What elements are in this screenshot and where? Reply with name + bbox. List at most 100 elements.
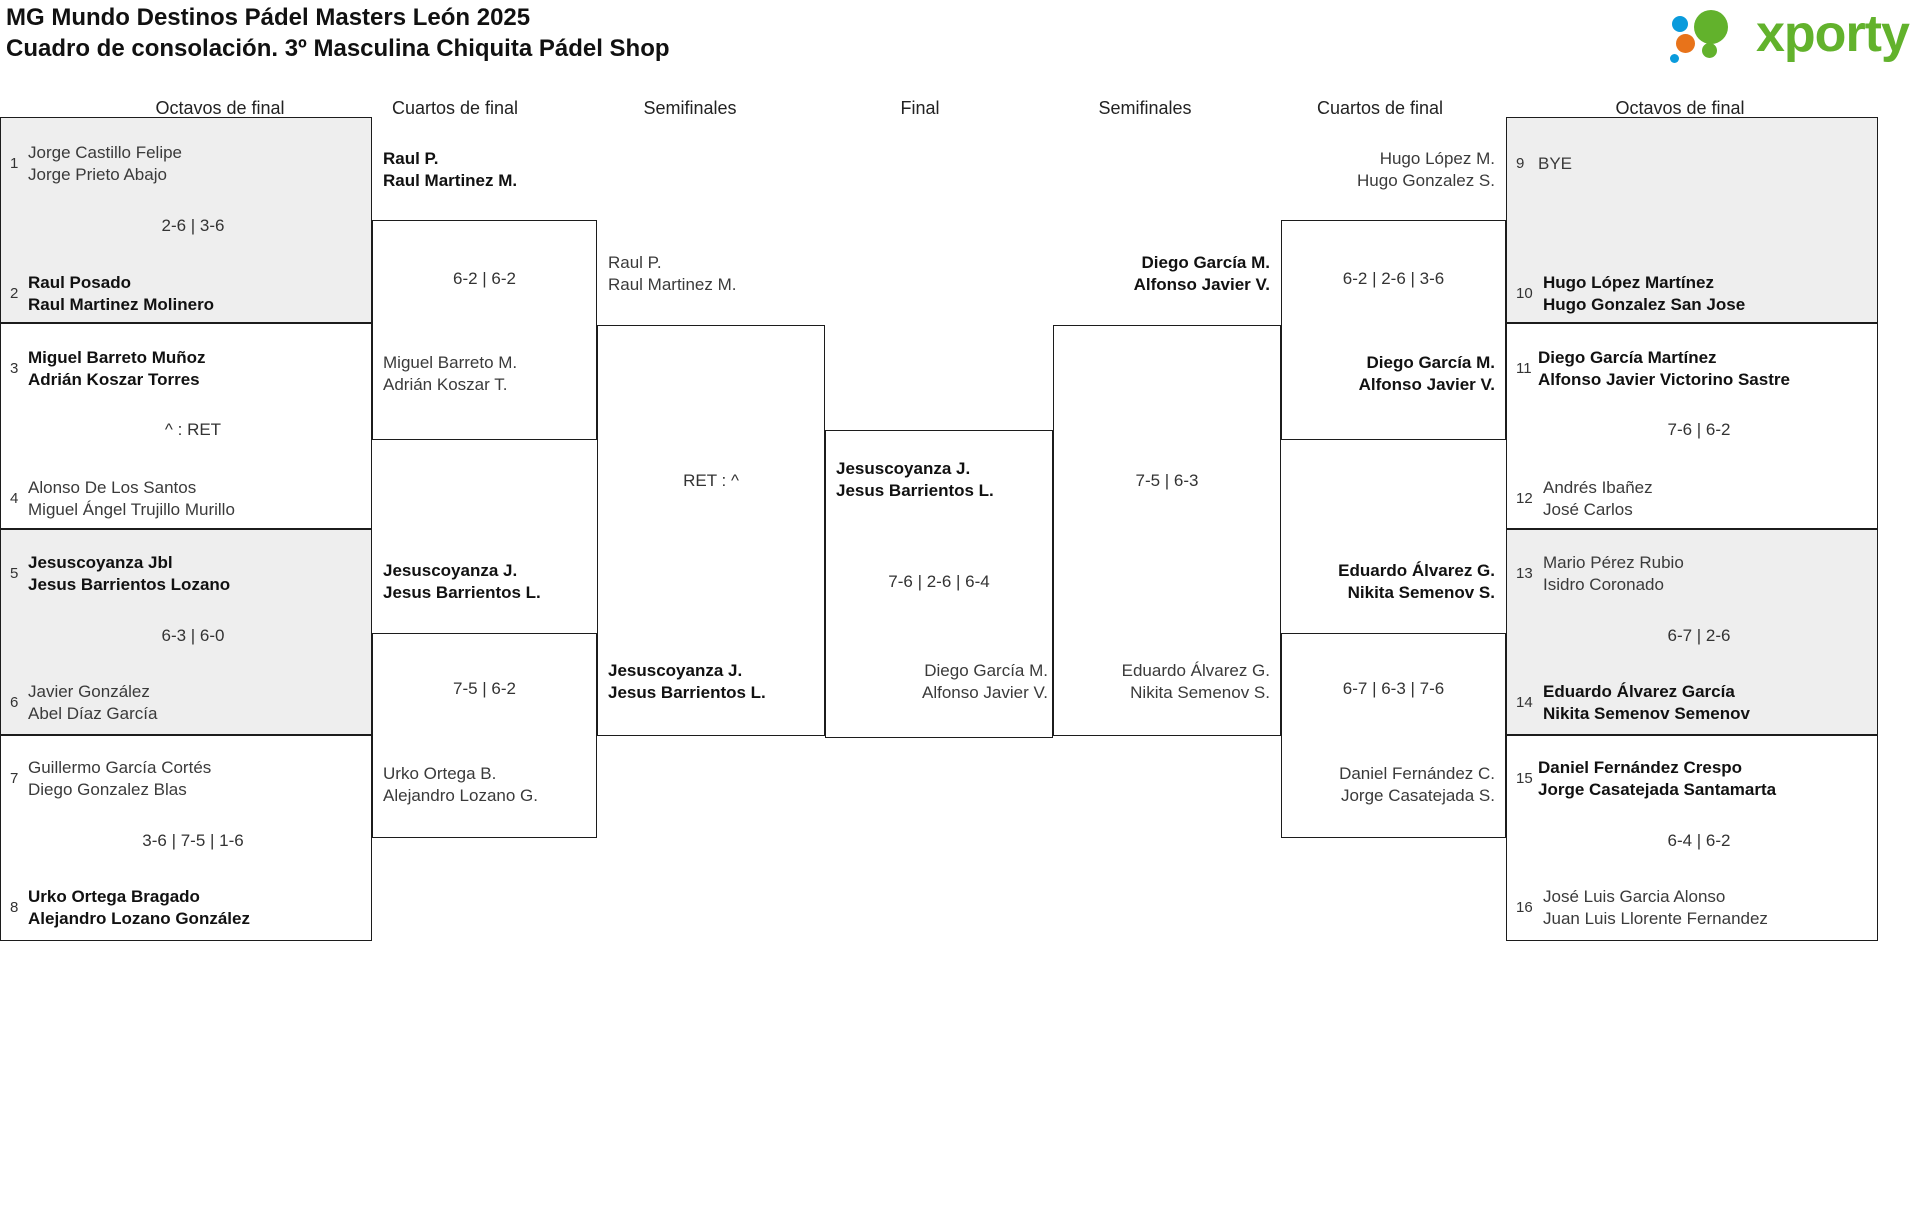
team-line-1: José Luis Garcia Alonso (1543, 887, 1726, 906)
team-line-1: Raul Posado (28, 273, 131, 292)
score-l16-3: 6-3 | 6-0 (161, 626, 225, 645)
team-line-1: Andrés Ibañez (1543, 478, 1653, 497)
team-r16-16[interactable]: José Luis Garcia Alonso Juan Luis Lloren… (1543, 886, 1768, 930)
team-line-2: Miguel Ángel Trujillo Murillo (28, 500, 235, 519)
round-header-semis-right: Semifinales (1098, 98, 1192, 118)
team-line-2: Raul Martinez M. (608, 275, 737, 294)
team-line-1: Raul P. (608, 253, 662, 272)
round-header-cuartos-right: Cuartos de final (1316, 98, 1444, 118)
score-l16-4: 3-6 | 7-5 | 1-6 (142, 831, 244, 850)
match-box-rsf-1[interactable] (1053, 325, 1281, 736)
team-line-2: Adrián Koszar Torres (28, 370, 200, 389)
team-l16-2[interactable]: Raul Posado Raul Martinez Molinero (28, 272, 214, 316)
seed-13: 13 (1516, 565, 1533, 582)
match-box-l16-1[interactable] (0, 117, 372, 323)
team-l16-4[interactable]: Alonso De Los Santos Miguel Ángel Trujil… (28, 477, 235, 521)
team-final-1[interactable]: Jesuscoyanza J. Jesus Barrientos L. (836, 458, 994, 502)
team-line-1: Jorge Castillo Felipe (28, 143, 183, 162)
team-line-1: BYE (1538, 154, 1573, 173)
team-line-1: Eduardo Álvarez G. (1121, 661, 1270, 680)
score-l16-1: 2-6 | 3-6 (161, 216, 225, 235)
team-line-1: Diego García M. (924, 661, 1048, 680)
seed-5: 5 (10, 565, 19, 582)
match-box-lsf-1[interactable] (597, 325, 825, 736)
team-l16-6[interactable]: Javier González Abel Díaz García (28, 681, 157, 725)
team-l16-5[interactable]: Jesuscoyanza Jbl Jesus Barrientos Lozano (28, 552, 230, 596)
score-r16-2: 7-6 | 6-2 (1667, 420, 1731, 439)
team-final-2[interactable]: Diego García M. Alfonso Javier V. (820, 660, 1048, 704)
match-box-lqf-1[interactable] (372, 220, 597, 440)
score-final: 7-6 | 2-6 | 6-4 (888, 572, 990, 591)
round-header-cuartos-left: Cuartos de final (391, 98, 519, 118)
team-rqf-4[interactable]: Daniel Fernández C. Jorge Casatejada S. (1281, 763, 1495, 807)
team-line-1: Diego García M. (1141, 253, 1270, 272)
team-r16-14[interactable]: Eduardo Álvarez García Nikita Semenov Se… (1543, 681, 1750, 725)
team-r16-12[interactable]: Andrés Ibañez José Carlos (1543, 477, 1653, 521)
team-r16-9[interactable]: BYE (1538, 153, 1572, 175)
team-line-1: Diego García Martínez (1538, 348, 1717, 367)
team-line-2: Juan Luis Llorente Fernandez (1543, 909, 1768, 928)
team-line-1: Miguel Barreto Muñoz (28, 348, 206, 367)
seed-6: 6 (10, 694, 19, 711)
match-box-r16-1[interactable] (1506, 117, 1878, 323)
team-line-1: Hugo López Martínez (1543, 273, 1714, 292)
team-line-2: Alejandro Lozano González (28, 909, 250, 928)
team-lqf-3[interactable]: Jesuscoyanza J. Jesus Barrientos L. (383, 560, 541, 604)
match-box-final[interactable] (825, 430, 1053, 738)
team-line-1: Daniel Fernández Crespo (1538, 758, 1743, 777)
score-r16-4: 6-4 | 6-2 (1667, 831, 1731, 850)
team-lsf-2[interactable]: Jesuscoyanza J. Jesus Barrientos L. (608, 660, 766, 704)
team-l16-1[interactable]: Jorge Castillo Felipe Jorge Prieto Abajo (28, 142, 182, 186)
team-lsf-1[interactable]: Raul P. Raul Martinez M. (608, 252, 736, 296)
match-box-rqf-1[interactable] (1281, 220, 1506, 440)
team-line-2: Jorge Casatejada S. (1340, 786, 1495, 805)
match-box-l16-4[interactable] (0, 735, 372, 941)
team-line-2: Jesus Barrientos L. (836, 481, 994, 500)
match-box-lqf-2[interactable] (372, 633, 597, 838)
team-rqf-2[interactable]: Diego García M. Alfonso Javier V. (1281, 352, 1495, 396)
team-l16-7[interactable]: Guillermo García Cortés Diego Gonzalez B… (28, 757, 211, 801)
team-rsf-1[interactable]: Diego García M. Alfonso Javier V. (1053, 252, 1270, 296)
team-lqf-4[interactable]: Urko Ortega B. Alejandro Lozano G. (383, 763, 538, 807)
team-line-1: Jesuscoyanza J. (608, 661, 743, 680)
match-box-rqf-2[interactable] (1281, 633, 1506, 838)
round-header-semis-left: Semifinales (643, 98, 737, 118)
score-lqf-1: 6-2 | 6-2 (452, 269, 516, 288)
team-r16-13[interactable]: Mario Pérez Rubio Isidro Coronado (1543, 552, 1684, 596)
team-line-2: Jorge Prieto Abajo (28, 165, 167, 184)
round-header-octavos-left: Octavos de final (155, 98, 285, 118)
xporty-logo[interactable]: xporty (1670, 5, 1910, 66)
page-title: MG Mundo Destinos Pádel Masters León 202… (6, 2, 670, 64)
team-line-2: Jesus Barrientos L. (608, 683, 766, 702)
team-line-2: Hugo Gonzalez San Jose (1543, 295, 1746, 314)
match-box-r16-3[interactable] (1506, 529, 1878, 735)
team-line-1: Javier González (28, 682, 150, 701)
team-line-2: Alfonso Javier V. (1133, 275, 1270, 294)
team-r16-11[interactable]: Diego García Martínez Alfonso Javier Vic… (1538, 347, 1790, 391)
score-lqf-2: 7-5 | 6-2 (452, 679, 516, 698)
match-box-l16-3[interactable] (0, 529, 372, 735)
team-line-1: Guillermo García Cortés (28, 758, 212, 777)
match-box-l16-2[interactable] (0, 323, 372, 529)
team-r16-15[interactable]: Daniel Fernández Crespo Jorge Casatejada… (1538, 757, 1776, 801)
team-line-2: Adrián Koszar T. (383, 375, 508, 394)
team-rqf-1[interactable]: Hugo López M. Hugo Gonzalez S. (1281, 148, 1495, 192)
seed-10: 10 (1516, 285, 1533, 302)
seed-16: 16 (1516, 899, 1533, 916)
team-r16-10[interactable]: Hugo López Martínez Hugo Gonzalez San Jo… (1543, 272, 1745, 316)
team-line-2: Raul Martinez M. (383, 171, 518, 190)
team-l16-3[interactable]: Miguel Barreto Muñoz Adrián Koszar Torre… (28, 347, 206, 391)
team-lqf-2[interactable]: Miguel Barreto M. Adrián Koszar T. (383, 352, 517, 396)
score-rsf-1: 7-5 | 6-3 (1135, 471, 1199, 490)
team-rqf-3[interactable]: Eduardo Álvarez G. Nikita Semenov S. (1281, 560, 1495, 604)
score-rqf-1: 6-2 | 2-6 | 3-6 (1342, 269, 1445, 288)
match-box-r16-4[interactable] (1506, 735, 1878, 941)
score-lsf-1: RET : ^ (683, 471, 739, 490)
team-line-1: Diego García M. (1366, 353, 1495, 372)
team-line-1: Miguel Barreto M. (383, 353, 518, 372)
team-rsf-2[interactable]: Eduardo Álvarez G. Nikita Semenov S. (1053, 660, 1270, 704)
team-line-2: Jesus Barrientos L. (383, 583, 541, 602)
match-box-r16-2[interactable] (1506, 323, 1878, 529)
team-lqf-1[interactable]: Raul P. Raul Martinez M. (383, 148, 517, 192)
team-l16-8[interactable]: Urko Ortega Bragado Alejandro Lozano Gon… (28, 886, 250, 930)
